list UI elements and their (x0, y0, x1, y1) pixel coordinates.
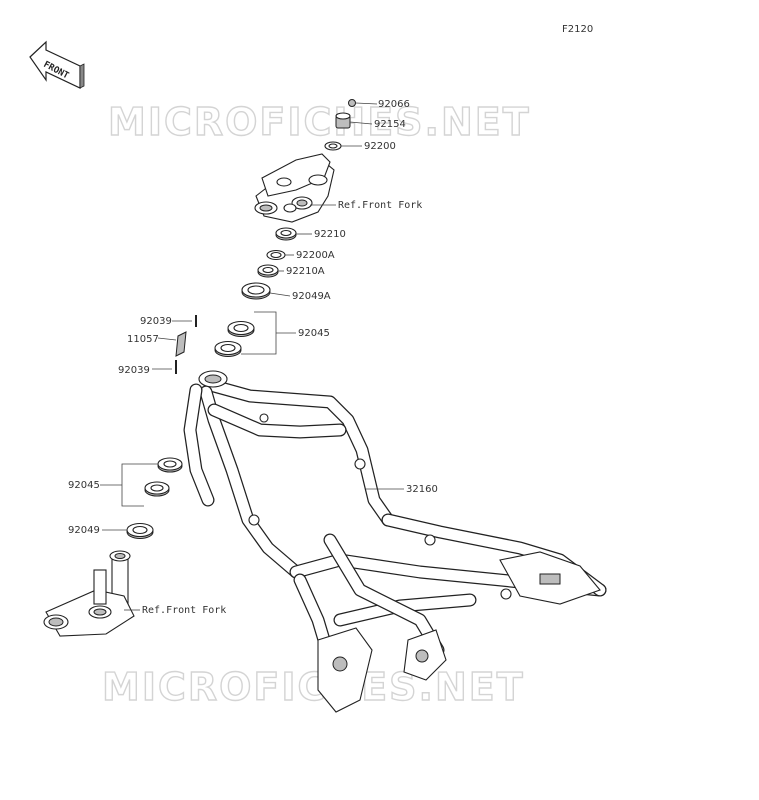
diagram-code: F2120 (562, 24, 593, 35)
part-92049 (126, 522, 154, 539)
label-92200a: 92200A (296, 250, 335, 261)
part-92200 (324, 141, 342, 151)
label-92210a: 92210A (286, 266, 325, 277)
part-92045-bottom-bearing-1 (157, 457, 183, 473)
label-ref-front-fork-bottom: Ref.Front Fork (142, 605, 226, 616)
part-92154 (335, 112, 351, 129)
frame-32160 (183, 370, 607, 713)
label-92039-top: 92039 (140, 316, 172, 327)
part-92045-bottom-bearing-2 (144, 481, 170, 497)
part-92045-top-bearing-1 (227, 320, 255, 337)
part-92049a (241, 282, 271, 300)
label-ref-front-fork-top: Ref.Front Fork (338, 200, 422, 211)
label-92154: 92154 (374, 119, 406, 130)
label-92200: 92200 (364, 141, 396, 152)
part-92066 (348, 99, 356, 107)
part-92045-top-bearing-2 (214, 340, 242, 357)
label-92045-top: 92045 (298, 328, 330, 339)
label-92049: 92049 (68, 525, 100, 536)
upper-triple-clamp (254, 153, 335, 223)
part-92210a (257, 264, 279, 278)
watermark-bottom: MICROFICHES.NET (102, 665, 525, 709)
label-92210: 92210 (314, 229, 346, 240)
part-92200a (266, 249, 286, 261)
label-11057: 11057 (127, 334, 159, 345)
label-32160: 32160 (406, 484, 438, 495)
watermark-top: MICROFICHES.NET (108, 100, 531, 144)
label-92049a: 92049A (292, 291, 331, 302)
label-92039-bottom: 92039 (118, 365, 150, 376)
lower-triple-clamp (43, 550, 135, 637)
label-92045-bottom: 92045 (68, 480, 100, 491)
part-92210 (275, 227, 297, 241)
part-11057 (175, 331, 187, 357)
label-92066: 92066 (378, 99, 410, 110)
front-arrow-icon: FRONT (29, 40, 85, 89)
